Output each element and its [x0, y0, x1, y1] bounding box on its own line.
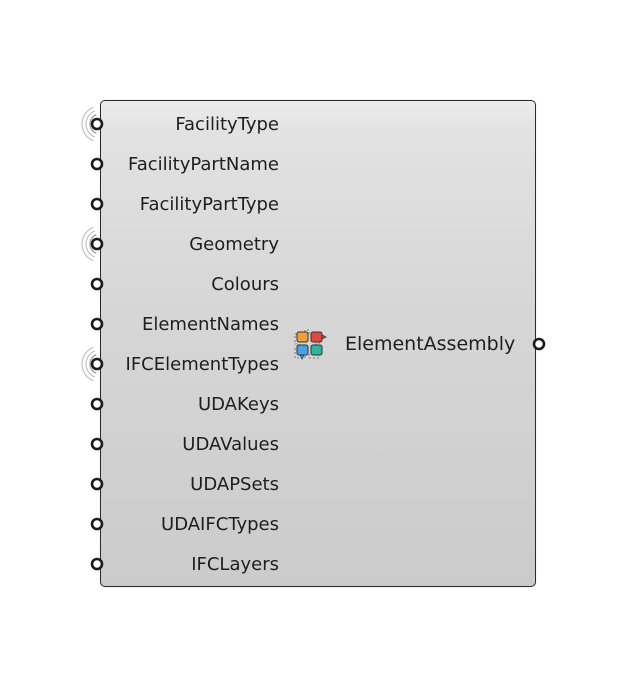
input-grip-ifclayers[interactable]	[90, 557, 104, 571]
input-param-udapsets[interactable]: UDAPSets	[101, 465, 279, 505]
input-param-facilityparttype[interactable]: FacilityPartType	[101, 185, 279, 225]
input-grip-elementnames[interactable]	[90, 317, 104, 331]
input-param-label: UDAKeys	[197, 394, 279, 415]
input-grip-udavalues[interactable]	[90, 437, 104, 451]
input-grip-colours[interactable]	[90, 277, 104, 291]
input-param-udavalues[interactable]: UDAValues	[101, 425, 279, 465]
wireless-indicator-icon	[89, 354, 97, 374]
wireless-indicator-icon	[85, 350, 96, 378]
output-grip-elementassembly[interactable]	[532, 337, 546, 351]
component-name: ElementAssembly	[345, 333, 516, 355]
input-param-label: Geometry	[189, 234, 279, 255]
component-title[interactable]: ElementAssembly	[287, 324, 515, 364]
wireless-indicator-icon	[89, 234, 97, 254]
input-param-ifcelementtypes[interactable]: IFCElementTypes	[101, 345, 279, 385]
element-assembly-icon	[294, 329, 327, 360]
input-param-label: IFCLayers	[191, 554, 279, 575]
input-param-geometry[interactable]: Geometry	[101, 225, 279, 265]
input-grip-udakeys[interactable]	[90, 397, 104, 411]
input-grip-geometry[interactable]	[90, 237, 104, 251]
input-param-colours[interactable]: Colours	[101, 265, 279, 305]
wireless-indicator-icon	[81, 226, 94, 262]
input-grip-udapsets[interactable]	[90, 477, 104, 491]
input-param-label: ElementNames	[141, 314, 279, 335]
input-param-label: FacilityPartType	[139, 194, 279, 215]
input-param-label: FacilityPartName	[128, 154, 279, 175]
input-param-udaifctypes[interactable]: UDAIFCTypes	[101, 505, 279, 545]
wireless-indicator-icon	[85, 230, 96, 258]
input-param-label: FacilityType	[175, 114, 279, 135]
input-param-udakeys[interactable]: UDAKeys	[101, 385, 279, 425]
wireless-indicator-icon	[81, 346, 94, 382]
input-param-label: UDAIFCTypes	[161, 514, 279, 535]
input-param-label: UDAValues	[182, 434, 279, 455]
input-param-elementnames[interactable]: ElementNames	[101, 305, 279, 345]
input-grip-facilityparttype[interactable]	[90, 197, 104, 211]
input-param-label: IFCElementTypes	[125, 354, 279, 375]
input-grip-ifcelementtypes[interactable]	[90, 357, 104, 371]
input-grip-udaifctypes[interactable]	[90, 517, 104, 531]
input-param-label: Colours	[211, 274, 279, 295]
input-grip-facilitypartname[interactable]	[90, 157, 104, 171]
wireless-indicator-icon	[85, 110, 96, 138]
input-param-ifclayers[interactable]: IFCLayers	[101, 545, 279, 585]
input-grip-facilitytype[interactable]	[90, 117, 104, 131]
wireless-indicator-icon	[81, 106, 94, 142]
input-param-label: UDAPSets	[190, 474, 279, 495]
input-param-facilitytype[interactable]: FacilityType	[101, 105, 279, 145]
input-param-facilitypartname[interactable]: FacilityPartName	[101, 145, 279, 185]
wireless-indicator-icon	[89, 114, 97, 134]
